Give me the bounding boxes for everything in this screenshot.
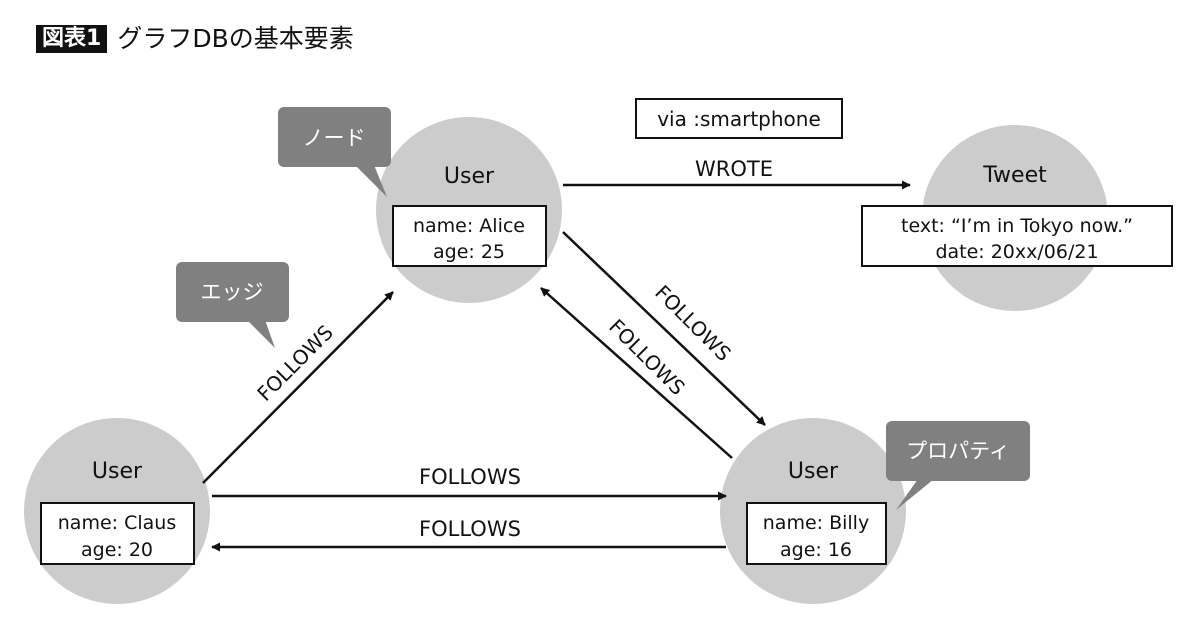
edge-label-billy-claus: FOLLOWS — [419, 517, 521, 541]
edge-claus-to-alice — [202, 291, 394, 484]
figure-header: 図表1 グラフDBの基本要素 — [36, 22, 354, 56]
edge-label-wrote: WROTE — [695, 157, 773, 181]
node-alice-property-box — [392, 205, 547, 267]
node-tweet-date: date: 20xx/06/21 — [935, 241, 1098, 263]
callout-property: プロパティ — [886, 421, 1030, 510]
node-tweet-property-box — [861, 205, 1173, 267]
figure-title: グラフDBの基本要素 — [117, 24, 354, 53]
figure-label: 図表1 — [36, 25, 108, 53]
edge-property-text: via :smartphone — [657, 107, 821, 131]
node-claus-type: User — [92, 459, 143, 484]
callout-node: ノード — [278, 107, 391, 197]
node-claus-name: name: Claus — [58, 512, 176, 534]
edge-alice-to-billy — [562, 231, 766, 426]
node-claus-property-box — [40, 502, 195, 565]
node-alice-type: User — [444, 164, 495, 189]
callout-node-label: ノード — [303, 126, 366, 150]
edge-label-alice-billy: FOLLOWS — [650, 280, 736, 366]
edge-property-box — [635, 98, 843, 139]
node-alice-name: name: Alice — [413, 215, 525, 237]
edge-billy-to-alice — [540, 287, 733, 459]
callout-edge: エッジ — [176, 262, 289, 348]
node-tweet-text: text: “I’m in Tokyo now.” — [901, 215, 1133, 237]
node-billy-property-box — [746, 502, 887, 565]
callout-edge-label: エッジ — [201, 280, 264, 304]
node-billy-type: User — [788, 459, 839, 484]
node-alice-age: age: 25 — [433, 241, 505, 263]
node-billy-name: name: Billy — [763, 512, 869, 534]
node-billy-age: age: 16 — [780, 539, 852, 561]
edge-label-claus-billy: FOLLOWS — [419, 465, 521, 489]
node-tweet-type: Tweet — [982, 163, 1047, 188]
node-claus-age: age: 20 — [81, 539, 153, 561]
callout-property-label: プロパティ — [906, 439, 1010, 463]
